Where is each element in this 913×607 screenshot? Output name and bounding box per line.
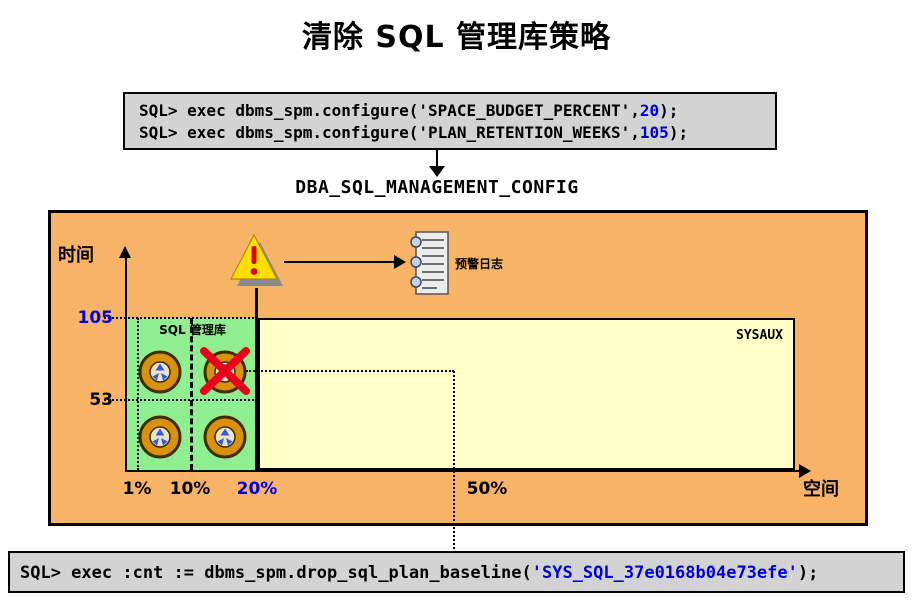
warning-to-log-connector	[284, 261, 396, 263]
right-arrowhead-icon	[394, 255, 406, 269]
warning-icon	[228, 233, 284, 295]
x-tick-10pct: 10%	[169, 479, 211, 499]
plan-baseline-icon	[137, 414, 183, 464]
alert-log-label: 预警日志	[455, 257, 504, 271]
sysaux-region: SYSAUX	[258, 318, 795, 470]
code-text: );	[797, 563, 819, 583]
dropped-plan-x-icon	[197, 345, 253, 401]
time-axis-label: 时间	[58, 245, 94, 266]
plan-baseline-icon	[202, 414, 248, 464]
x-tick-20pct: 20%	[236, 479, 278, 499]
up-arrowhead-icon	[119, 246, 131, 258]
code-value: 'SYS_SQL_37e0168b04e73efe'	[531, 563, 798, 583]
code-text: );	[668, 123, 689, 142]
code-text: SQL> exec :cnt := dbms_spm.drop_sql_plan…	[20, 563, 532, 583]
guide-line-10pct	[190, 318, 193, 470]
alert-log-icon	[407, 230, 451, 300]
space-axis	[125, 470, 799, 472]
x-tick-50pct: 50%	[466, 479, 508, 499]
code-text: SQL> exec dbms_spm.configure('SPACE_BUDG…	[139, 101, 640, 120]
down-connector-line	[436, 150, 438, 167]
right-arrowhead-icon	[799, 464, 811, 478]
boundary-line-20pct	[255, 288, 258, 470]
sysaux-label: SYSAUX	[736, 328, 783, 343]
plan-baseline-icon	[137, 349, 183, 399]
y-tick-105: 105	[77, 308, 114, 328]
code-value: 105	[639, 123, 669, 142]
guide-line-1pct	[137, 318, 139, 470]
time-axis	[125, 258, 127, 470]
diagram-canvas: 时间 SYSAUX SQL 管理库 空间 105 53 1% 10% 20% 5…	[48, 210, 868, 526]
config-view-label: DBA_SQL_MANAGEMENT_CONFIG	[295, 177, 579, 198]
down-arrowhead-icon	[429, 166, 445, 177]
drop-baseline-code-block: SQL> exec :cnt := dbms_spm.drop_sql_plan…	[8, 551, 905, 593]
space-axis-label: 空间	[803, 479, 839, 500]
code-text: );	[659, 101, 679, 120]
connector-dotted-vertical	[453, 371, 455, 553]
y-tick-53: 53	[89, 390, 113, 410]
code-line: SQL> exec dbms_spm.configure('SPACE_BUDG…	[139, 100, 761, 122]
code-text: SQL> exec dbms_spm.configure('PLAN_RETEN…	[139, 123, 640, 142]
configure-code-block: SQL> exec dbms_spm.configure('SPACE_BUDG…	[123, 92, 777, 150]
connector-dotted-horizontal	[246, 370, 454, 372]
code-line: SQL> exec dbms_spm.configure('PLAN_RETEN…	[139, 122, 761, 144]
threshold-line-105	[104, 317, 258, 319]
threshold-line-53	[104, 399, 258, 401]
page-title: 清除 SQL 管理库策略	[301, 20, 612, 55]
x-tick-1pct: 1%	[122, 479, 152, 499]
code-value: 20	[639, 101, 660, 120]
